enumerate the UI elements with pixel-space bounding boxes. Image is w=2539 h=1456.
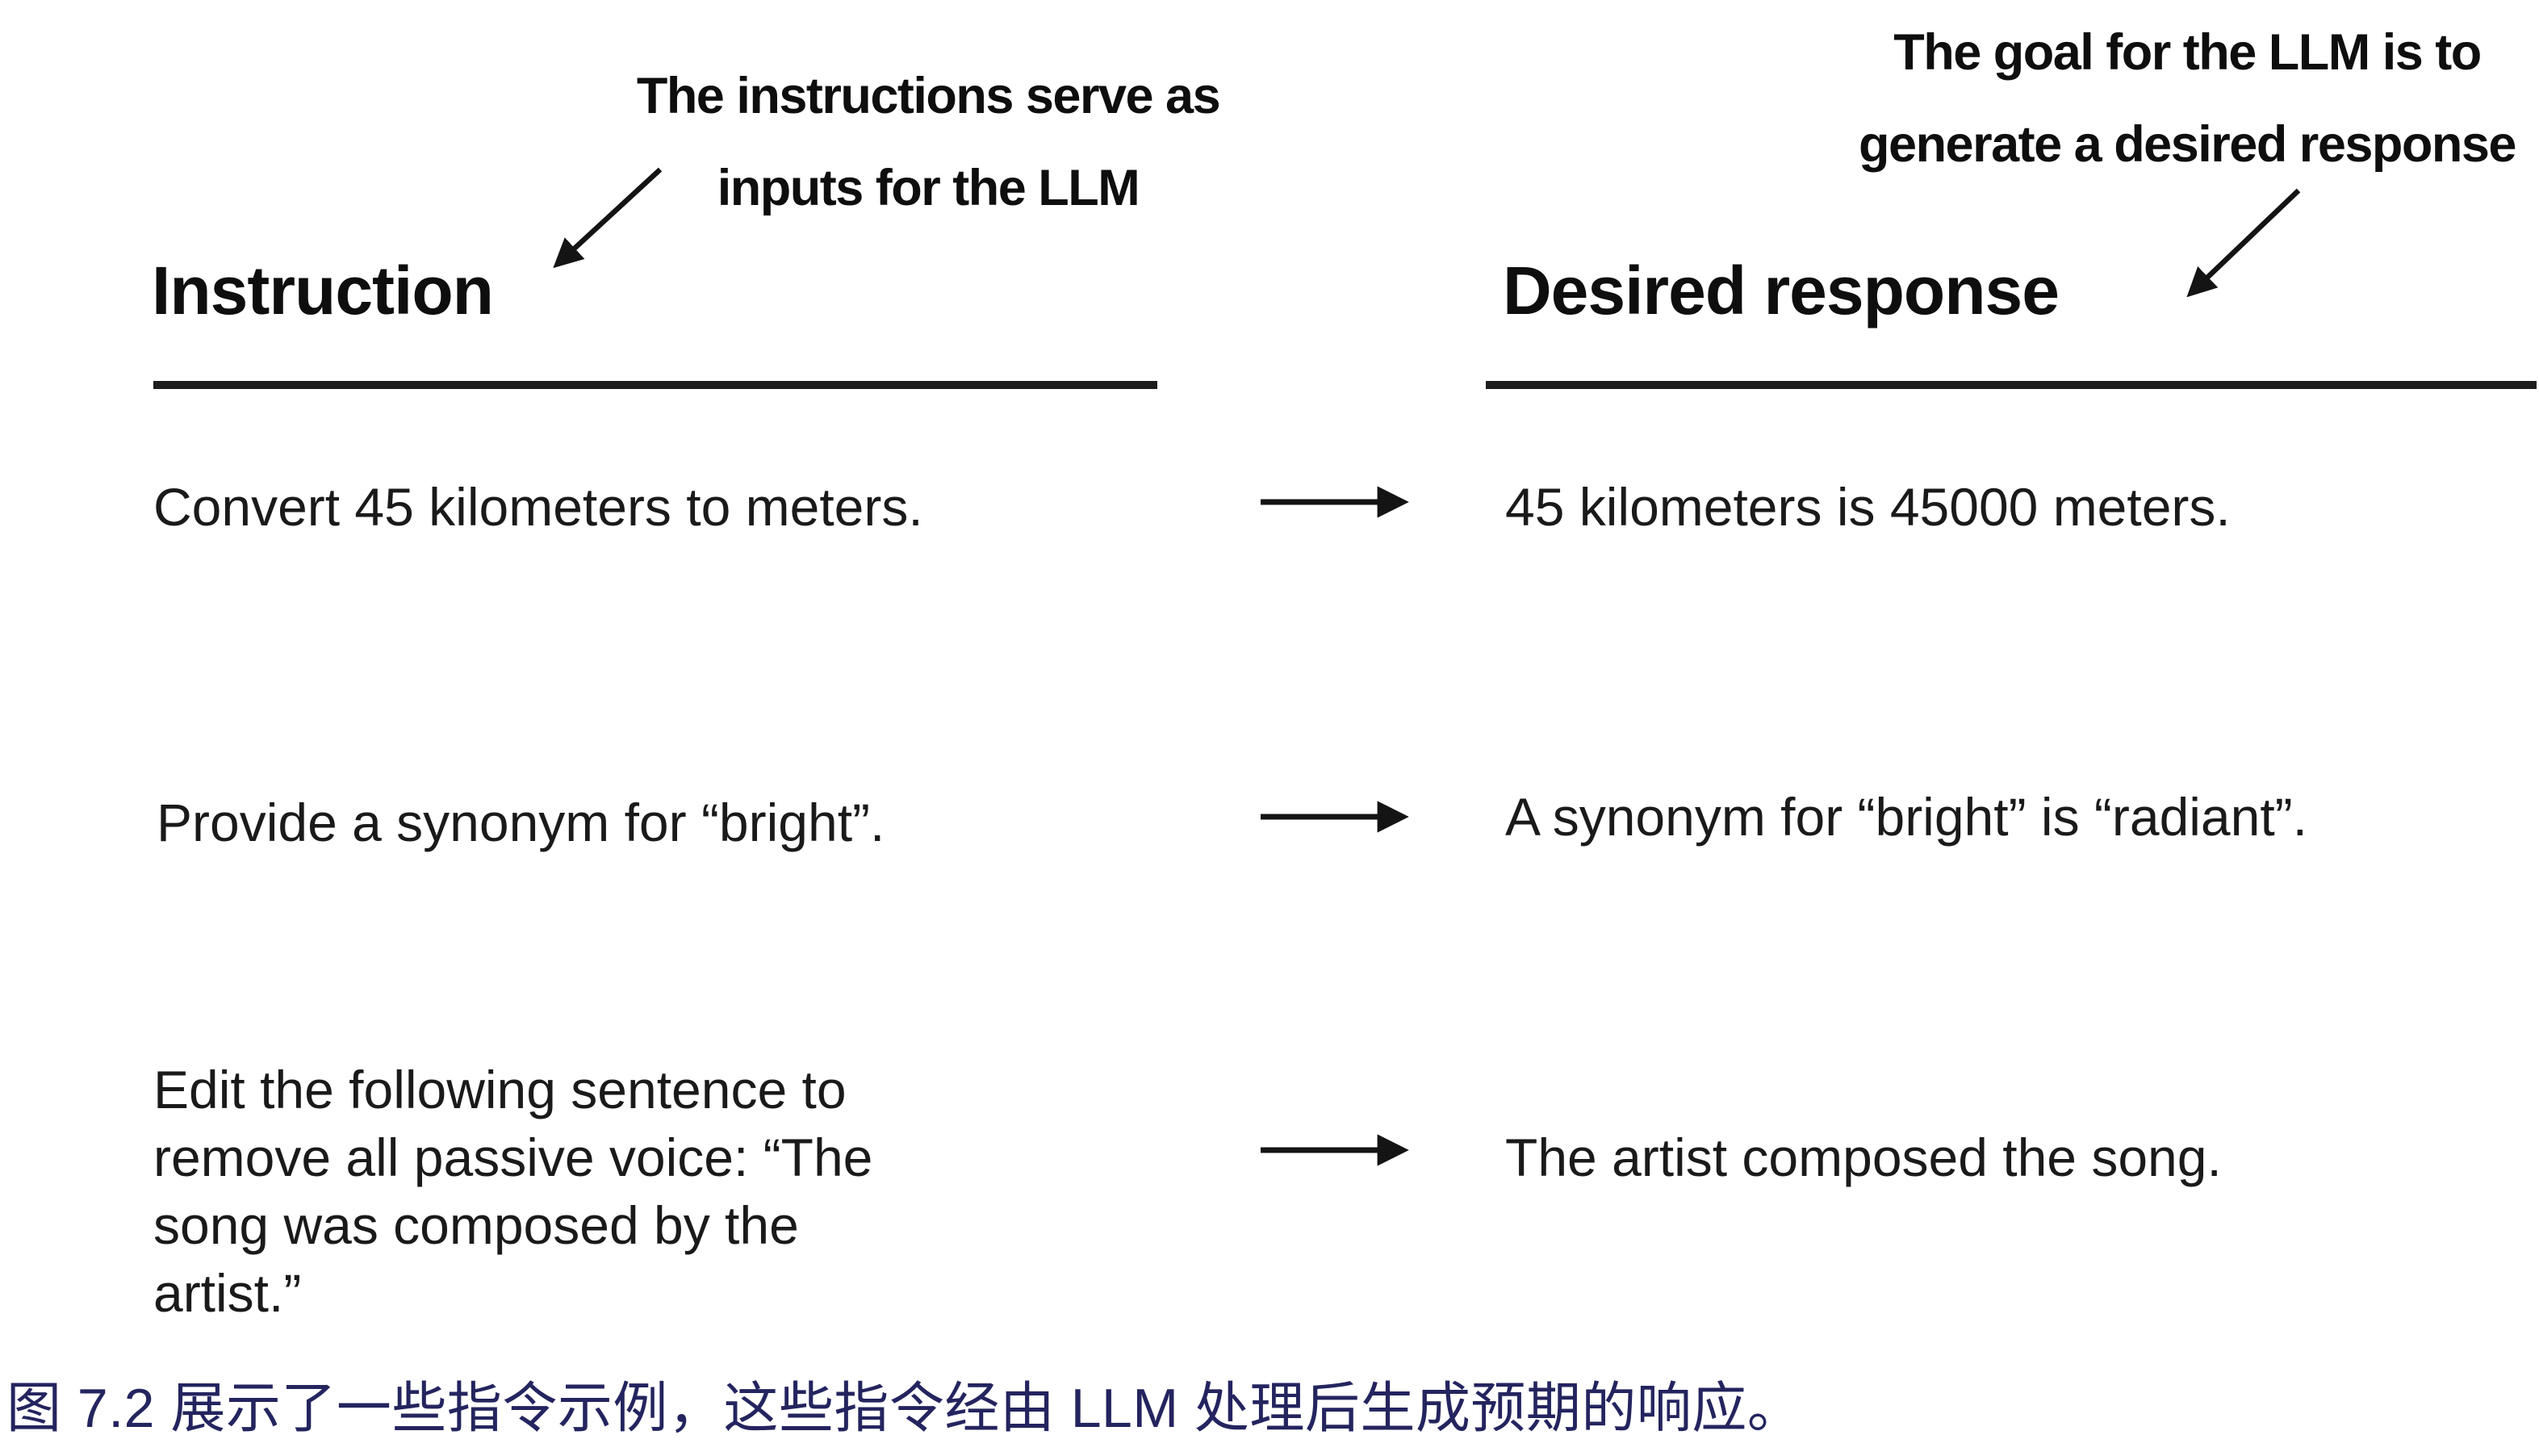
right-column-header: Desired response: [1503, 253, 2060, 328]
annotation-right-line2: generate a desired response: [1859, 116, 2516, 173]
figure-caption: 图 7.2 展示了一些指令示例，这些指令经由 LLM 处理后生成预期的响应。: [6, 1378, 1803, 1439]
row2-instruction: Provide a synonym for “bright”.: [157, 793, 885, 852]
annotation-left-line1: The instructions serve as: [636, 68, 1221, 124]
left-header-rule: [153, 381, 1157, 389]
row3-response: The artist composed the song.: [1505, 1128, 2222, 1187]
right-header-rule: [1486, 381, 2537, 389]
annotation-right: The goal for the LLM is to generate a de…: [1743, 6, 2539, 190]
annotation-right-line1: The goal for the LLM is to: [1893, 24, 2482, 81]
annotation-left: The instructions serve as inputs for the…: [492, 50, 1364, 234]
row2-response: A synonym for “bright” is “radiant”.: [1505, 787, 2307, 847]
row3-instruction: Edit the following sentence to remove al…: [153, 1060, 873, 1323]
row1-instruction: Convert 45 kilometers to meters.: [153, 477, 923, 537]
row1-response: 45 kilometers is 45000 meters.: [1505, 477, 2231, 537]
left-column-header: Instruction: [152, 253, 494, 328]
annotation-right-arrow-icon: [2186, 188, 2301, 298]
annotation-left-line2: inputs for the LLM: [717, 160, 1140, 216]
